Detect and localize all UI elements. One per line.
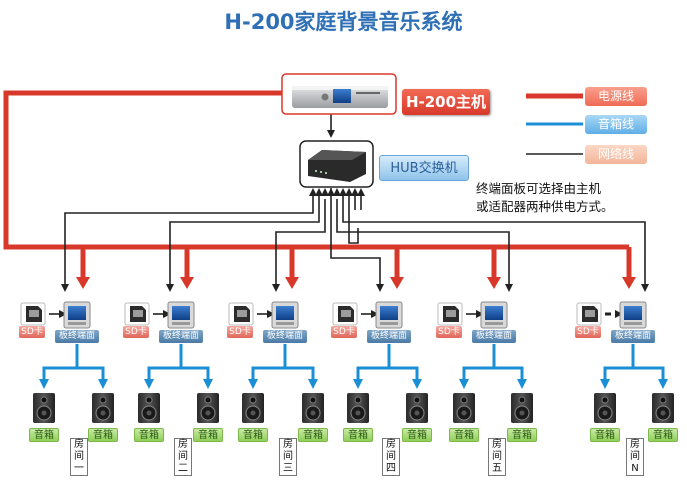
host-label: H-200主机	[402, 89, 490, 115]
speaker-icon	[453, 393, 475, 423]
room-unit-4	[332, 301, 428, 423]
speaker-label: 音箱	[88, 428, 118, 442]
speaker-label: 音箱	[238, 428, 268, 442]
legend-speaker-label: 音箱线	[585, 115, 647, 134]
room-label: 房间N	[626, 438, 644, 476]
sd-card-icon	[228, 302, 254, 326]
speaker-icon	[197, 393, 219, 423]
speaker-wires	[144, 344, 213, 389]
room-unit-1	[20, 301, 114, 423]
speaker-icon	[138, 393, 160, 423]
terminal-panel-icon	[271, 301, 299, 329]
speaker-label: 音箱	[298, 428, 328, 442]
terminal-panel-icon	[480, 301, 508, 329]
room-unit-3	[228, 301, 324, 423]
room-label: 房间四	[382, 438, 400, 476]
speaker-wires	[39, 344, 108, 389]
speaker-icon	[347, 393, 369, 423]
terminal-panel-label: 板终端面	[263, 330, 307, 343]
rooms-layer	[20, 301, 674, 423]
legend-power-label: 电源线	[585, 87, 647, 106]
legend-lines	[526, 93, 583, 155]
page-title: H-200家庭背景音乐系统	[224, 10, 463, 34]
sd-card-icon	[20, 302, 46, 326]
speaker-icon	[511, 393, 533, 423]
network-lines	[61, 113, 649, 292]
speaker-label: 音箱	[449, 428, 479, 442]
speaker-label: 音箱	[402, 428, 432, 442]
terminal-panel-label: 板终端面	[367, 330, 411, 343]
speaker-wires	[248, 344, 318, 389]
room-label: 房间一	[70, 438, 88, 476]
sd-card-icon	[576, 302, 602, 326]
speaker-icon	[594, 393, 616, 423]
sd-card-icon	[124, 302, 150, 326]
terminal-panel-label: 板终端面	[611, 330, 655, 343]
speaker-icon	[302, 393, 324, 423]
legend-network-label: 网络线	[585, 145, 647, 164]
speaker-wires	[600, 344, 668, 389]
room-unit-2	[124, 301, 219, 423]
hub-label: HUB交换机	[379, 155, 469, 181]
terminal-panel-label: 板终端面	[55, 330, 99, 343]
speaker-label: 音箱	[648, 428, 678, 442]
sd-card-label: SD卡	[575, 326, 601, 338]
network-up-arrows	[309, 188, 365, 196]
speaker-icon	[406, 393, 428, 423]
terminal-panel-label: 板终端面	[472, 330, 516, 343]
speaker-icon	[652, 393, 674, 423]
speaker-icon	[242, 393, 264, 423]
sd-card-icon	[332, 302, 358, 326]
sd-card-label: SD卡	[331, 326, 357, 338]
room-label: 房间五	[488, 438, 506, 476]
speaker-wires	[353, 344, 422, 389]
room-unit-6	[576, 301, 674, 423]
terminal-panel-icon	[167, 301, 195, 329]
speaker-label: 音箱	[507, 428, 537, 442]
power-note-line-2: 或适配器两种供电方式。	[476, 199, 614, 214]
hub-switch	[299, 140, 374, 188]
room-label: 房间二	[174, 438, 192, 476]
room-unit-5	[437, 301, 533, 423]
sd-card-label: SD卡	[227, 326, 253, 338]
speaker-icon	[92, 393, 114, 423]
sd-card-label: SD卡	[123, 326, 149, 338]
h200-host	[281, 73, 397, 115]
terminal-panel-icon	[375, 301, 403, 329]
power-lines	[3, 90, 636, 289]
terminal-panel-icon	[63, 301, 91, 329]
speaker-icon	[33, 393, 55, 423]
terminal-panel-label: 板终端面	[159, 330, 203, 343]
sd-card-icon	[437, 302, 463, 326]
speaker-label: 音箱	[590, 428, 620, 442]
power-note-line-1: 终端面板可选择由主机	[476, 181, 602, 196]
room-label: 房间三	[279, 438, 297, 476]
sd-card-label: SD卡	[19, 326, 45, 338]
speaker-label: 音箱	[134, 428, 164, 442]
speaker-label: 音箱	[193, 428, 223, 442]
speaker-wires	[459, 344, 527, 389]
terminal-panel-icon	[619, 301, 647, 329]
speaker-label: 音箱	[343, 428, 373, 442]
power-note: 终端面板可选择由主机 或适配器两种供电方式。	[476, 180, 646, 216]
sd-card-label: SD卡	[436, 326, 462, 338]
speaker-label: 音箱	[29, 428, 59, 442]
